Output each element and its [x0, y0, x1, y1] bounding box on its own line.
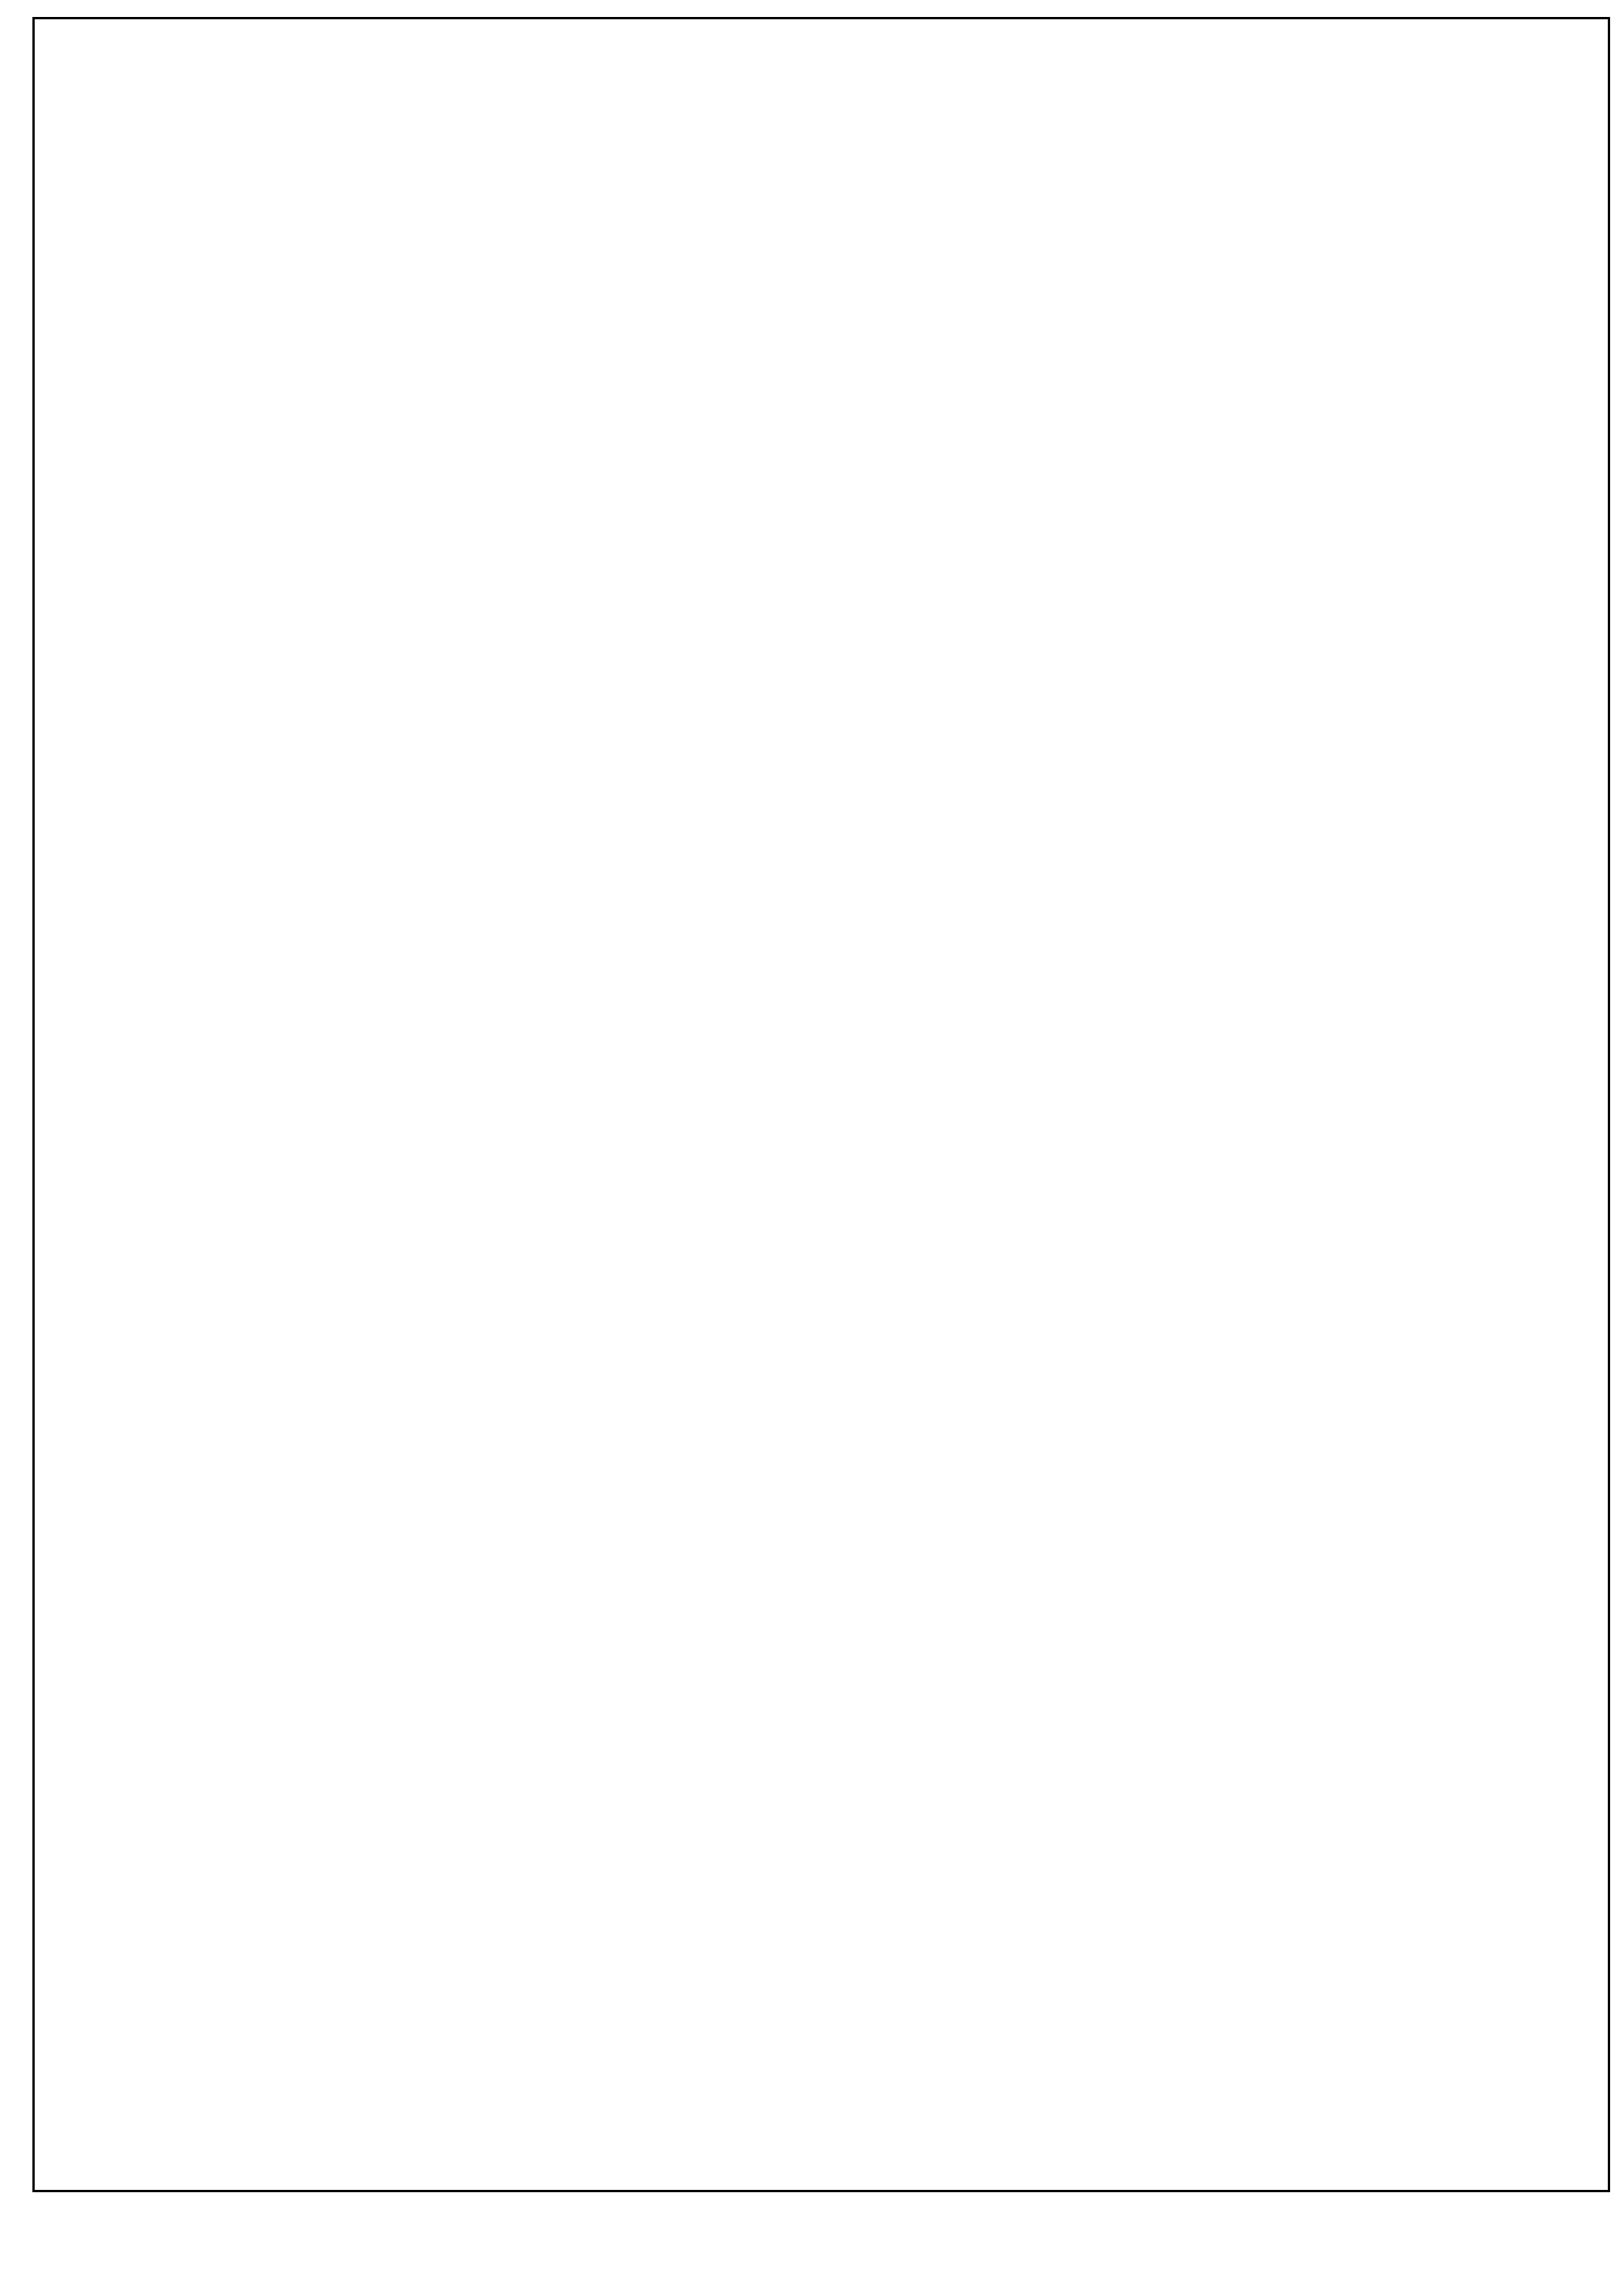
chart-frame [32, 17, 1610, 2192]
